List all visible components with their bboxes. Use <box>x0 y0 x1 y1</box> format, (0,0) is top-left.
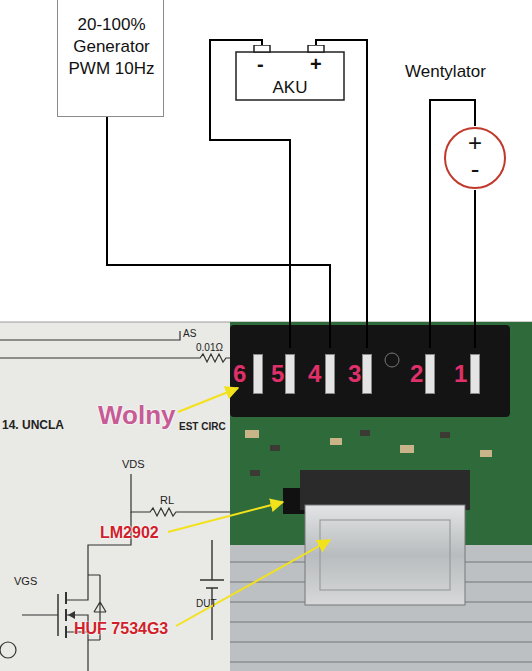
smd-part <box>245 430 259 438</box>
wire <box>474 190 476 348</box>
smd-part <box>250 470 260 476</box>
signal-name: VDS <box>122 458 145 471</box>
smd-part <box>440 432 450 438</box>
battery-terminal <box>308 45 324 52</box>
connector-pin: 2 <box>409 348 440 400</box>
battery-label: AKU <box>235 78 345 98</box>
connector-pin: 3 <box>347 348 377 400</box>
smd-part <box>360 430 370 436</box>
mounting-clip <box>320 520 450 590</box>
housing-mark <box>385 353 399 367</box>
resistor-symbol <box>0 354 232 362</box>
paper-sheet <box>0 322 232 671</box>
part-name: RL <box>160 494 174 507</box>
pin-number: 4 <box>308 360 321 388</box>
connector-housing <box>230 325 510 417</box>
mounting-clip <box>305 505 465 605</box>
leader-line <box>178 388 238 412</box>
part-name: LM2902 <box>100 524 159 542</box>
pin-contact <box>325 354 335 394</box>
connector-pin: 6 <box>232 348 268 400</box>
leader-line <box>168 502 283 532</box>
connector-pin: 1 <box>453 348 485 400</box>
battery-symbol <box>200 540 224 640</box>
polarity-sign: + <box>310 53 322 76</box>
polarity-sign: - <box>257 53 264 76</box>
fan-symbol: Wentylator+- <box>443 126 507 190</box>
battery-body <box>236 52 344 100</box>
battery-box: - +AKU <box>235 45 345 101</box>
pin-note: Wolny <box>98 401 176 431</box>
pin-number: 5 <box>271 360 284 388</box>
figure-caption: 14. UNCLA <box>2 419 64 433</box>
resistor-value: 0.01Ω <box>196 342 223 354</box>
resistor-symbol <box>131 474 232 516</box>
smd-part <box>330 438 342 445</box>
pin-number: 6 <box>233 360 246 388</box>
source-symbol <box>0 642 16 658</box>
gate-lead <box>22 614 58 615</box>
battery-terminal <box>254 45 270 52</box>
schematic-label: AS <box>183 328 196 340</box>
smd-part <box>270 445 280 451</box>
smd-part <box>400 445 414 453</box>
pin-contact <box>362 354 372 394</box>
wire <box>107 117 330 348</box>
pin-contact <box>285 354 295 394</box>
pin-number: 2 <box>410 360 423 388</box>
schematic-wire <box>0 331 180 340</box>
mosfet-arrow <box>68 611 75 619</box>
pin-number: 1 <box>454 360 467 388</box>
polarity-sign: + <box>443 129 507 157</box>
transistor-body <box>300 470 470 510</box>
leader-line <box>176 540 330 626</box>
part-name: DUT <box>196 598 217 610</box>
generator-box: 20-100% Generator PWM 10Hz <box>57 0 164 117</box>
connector-pin: 4 <box>307 348 340 400</box>
connector-pin: 5 <box>270 348 300 400</box>
generator-label: 20-100% Generator PWM 10Hz <box>58 14 165 80</box>
pin-contact <box>253 354 263 394</box>
pin-number: 3 <box>348 360 361 388</box>
smd-part <box>480 450 492 457</box>
polarity-sign: - <box>443 155 507 185</box>
figure-caption: EST CIRC <box>179 421 226 433</box>
pin-contact <box>425 354 435 394</box>
pin-contact <box>470 354 480 394</box>
signal-name: VGS <box>14 575 37 588</box>
part-name: HUF 7534G3 <box>74 620 168 638</box>
fan-heading: Wentylator <box>405 62 486 82</box>
